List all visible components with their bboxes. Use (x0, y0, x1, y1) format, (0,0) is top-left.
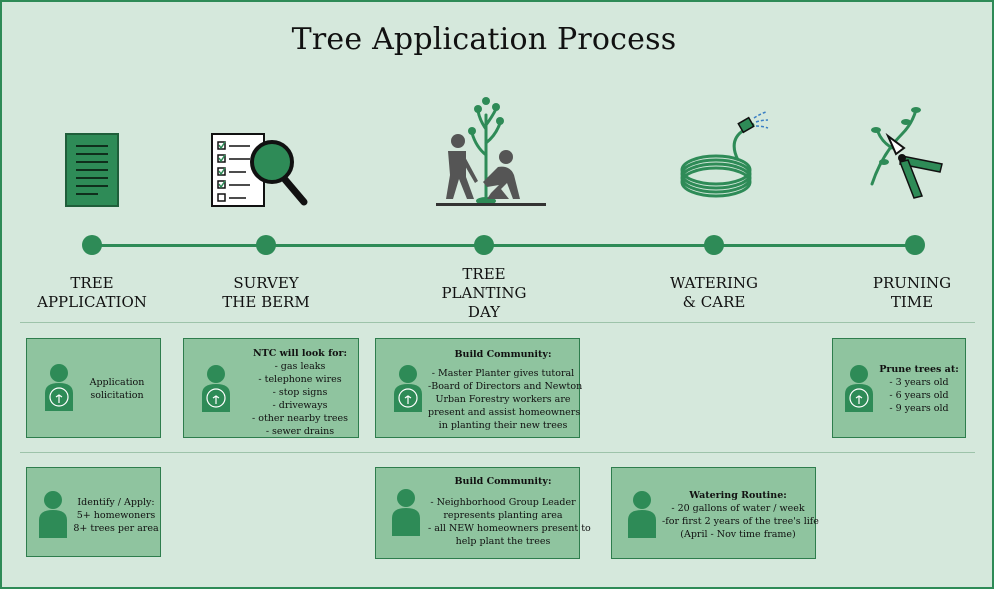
pruning-box: Prune trees at: - 3 years old- 6 years o… (832, 338, 966, 438)
identify-text: Identify / Apply:5+ homewoners 8+ trees … (73, 497, 159, 534)
divider-middle (20, 452, 975, 453)
person-tree-icon (845, 365, 873, 412)
timeline-line (92, 244, 915, 247)
person-tree-icon (202, 365, 230, 412)
identify-box: Identify / Apply:5+ homewoners 8+ trees … (26, 467, 161, 557)
garden-hose-icon (680, 111, 769, 198)
watering-box: Watering Routine: - 20 gallons of water … (611, 467, 819, 559)
survey-text: NTC will look for: - gas leaks- telephon… (252, 348, 348, 437)
timeline-dot-watering (704, 235, 724, 255)
timeline-dot-survey (256, 235, 276, 255)
person-tree-icon (45, 364, 73, 411)
planting-text: Build Community: - Master Planter gives … (428, 349, 583, 431)
step-label-watering: WATERING& CARE (670, 274, 758, 311)
community-box: Build Community: - Neighborhood Group Le… (375, 467, 591, 559)
person-icon (392, 489, 420, 536)
person-icon (628, 491, 656, 538)
person-tree-icon (394, 365, 422, 412)
planting-box: Build Community: - Master Planter gives … (375, 338, 583, 438)
person-icon (39, 491, 67, 538)
document-icon (65, 133, 119, 207)
timeline-dot-planting (474, 235, 494, 255)
people-planting-tree-icon (436, 97, 546, 206)
page-title: Tree Application Process (291, 22, 677, 57)
community-text: Build Community: - Neighborhood Group Le… (428, 476, 591, 547)
checklist-magnifier-icon (211, 133, 308, 207)
survey-box: NTC will look for: - gas leaks- telephon… (183, 338, 359, 438)
watering-text: Watering Routine: - 20 gallons of water … (662, 490, 819, 540)
timeline-dot-pruning (905, 235, 925, 255)
pruning-shears-icon (870, 107, 943, 199)
pruning-text: Prune trees at: - 3 years old- 6 years o… (879, 364, 959, 414)
divider-top (20, 322, 975, 323)
timeline-dot-application (82, 235, 102, 255)
